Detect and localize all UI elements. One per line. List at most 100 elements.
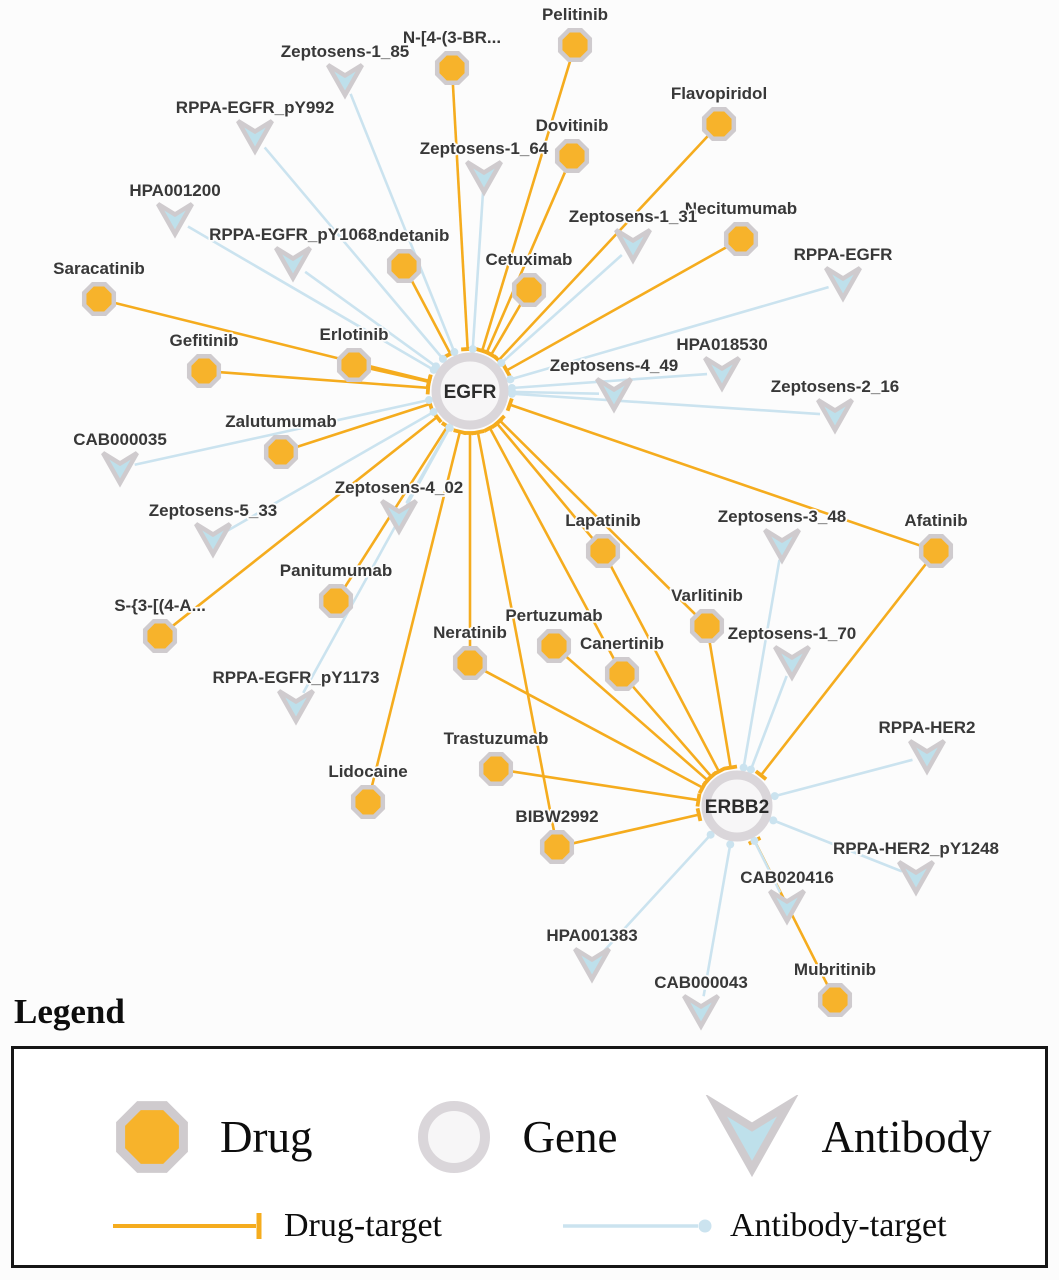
drug-node (585, 533, 621, 569)
drug-node (723, 221, 759, 257)
circle-arrowhead (698, 1219, 712, 1233)
drug-icon (116, 1101, 188, 1173)
antibody-node (763, 528, 801, 565)
circle-arrowhead (424, 396, 433, 405)
antibody-node (897, 860, 935, 897)
drug-target-edge (219, 370, 429, 390)
drug-node (701, 106, 737, 142)
antibody-node (236, 119, 274, 156)
antibody-label: Zeptosens-2_16 (771, 377, 900, 396)
antibody-target-edge (304, 270, 437, 368)
antibody-target-edge (302, 427, 451, 694)
drug-target-edge-icon (113, 1213, 262, 1239)
tee-arrowhead (695, 807, 703, 822)
antibody-target-edge (772, 819, 903, 873)
antibody-node (768, 889, 806, 926)
tee-arrowhead (501, 363, 512, 378)
drug-target-edge (497, 134, 710, 362)
antibody-node (816, 398, 854, 435)
drug-node (554, 138, 590, 174)
antibody-node (703, 356, 741, 393)
drug-label: Flavopiridol (671, 84, 767, 103)
drug-target-edge (498, 419, 697, 616)
drug-node (604, 656, 640, 692)
antibody-label: HPA018530 (676, 335, 767, 354)
antibody-icon (706, 1095, 799, 1178)
drug-label: Pelitinib (542, 5, 608, 24)
antibody-label: Zeptosens-4_02 (335, 478, 464, 497)
legend-edge-row: Drug-target Antibody-target (14, 1197, 1045, 1255)
antibody-node (380, 499, 418, 536)
drug-target-edge (609, 564, 721, 773)
circle-arrowhead (769, 816, 778, 825)
antibody-target-edge (742, 559, 781, 768)
antibody-label: Zeptosens-4_49 (550, 356, 679, 375)
drug-node (336, 347, 372, 383)
legend-item-drug-target: Drug-target (110, 1207, 442, 1245)
drug-target-edge (476, 432, 556, 832)
antibody-node (194, 522, 232, 559)
tee-arrowhead (471, 429, 485, 436)
drug-target-edge (505, 245, 728, 372)
drug-label: Trastuzumab (444, 729, 549, 748)
drug-label: Zalutumumab (225, 412, 336, 431)
drug-label: N-[4-(3-BR... (403, 28, 501, 47)
network-graph: EGFRERBB2PelitinibN-[4-(3-BR...Dovitinib… (51, 3, 1001, 1031)
legend-item-gene: Gene (408, 1091, 617, 1183)
antibody-label: Zeptosens-1_70 (728, 624, 857, 643)
legend-title: Legend (14, 992, 125, 1031)
drug-label: Vandetanib (359, 226, 450, 245)
drug-label: Cetuximab (486, 250, 573, 269)
circle-arrowhead (450, 348, 459, 357)
drug-target-edge (114, 301, 430, 383)
tee-arrowhead (493, 414, 506, 427)
drug-label: Neratinib (433, 623, 507, 642)
drug-target-edge (708, 641, 732, 768)
legend-drug-target-label: Drug-target (284, 1207, 442, 1244)
gene-label: EGFR (444, 382, 497, 403)
drug-node (142, 618, 178, 654)
drug-target-edge (488, 427, 616, 661)
drug-target-edge (565, 655, 709, 782)
antibody-label: Zeptosens-1_31 (569, 207, 698, 226)
drug-icon-shape (116, 1101, 188, 1173)
tee-arrowhead (483, 423, 497, 433)
circle-arrowhead (726, 840, 735, 849)
circle-arrowhead (739, 763, 748, 772)
antibody-node (614, 228, 652, 265)
drug-node (81, 281, 117, 317)
drug-target-edge (572, 813, 700, 845)
drug-node (689, 608, 725, 644)
antibody-node (465, 160, 503, 197)
drug-node (478, 751, 514, 787)
drug-node (539, 829, 575, 865)
antibody-label: CAB000035 (73, 430, 167, 449)
antibody-node (573, 947, 611, 984)
drug-label: Saracatinib (53, 259, 145, 278)
antibody-label: RPPA-HER2_pY1248 (833, 839, 999, 858)
drug-target-edge (485, 170, 567, 353)
antibody-label: Zeptosens-3_48 (718, 507, 847, 526)
circle-arrowhead (468, 345, 477, 354)
drug-label: Erlotinib (320, 325, 389, 344)
drug-target-edge (369, 367, 430, 384)
drug-target-edge (495, 422, 594, 540)
antibody-label: HPA001383 (546, 926, 637, 945)
circle-arrowhead (431, 362, 440, 371)
antibody-node (908, 739, 946, 776)
drug-label: Dovitinib (536, 116, 609, 135)
antibody-node (156, 202, 194, 239)
legend-drug-label: Drug (220, 1112, 313, 1162)
drug-node (557, 27, 593, 63)
antibody-label: RPPA-EGFR_pY1068 (209, 225, 377, 244)
drug-label: Varlitinib (671, 586, 743, 605)
drug-target-edge (759, 562, 928, 777)
circle-arrowhead (507, 389, 516, 398)
drug-node (452, 645, 488, 681)
drug-node (186, 353, 222, 389)
drug-node (263, 434, 299, 470)
tee-arrowhead (695, 793, 702, 807)
antibody-icon-shape (706, 1095, 799, 1178)
antibody-target-edge (601, 833, 712, 954)
